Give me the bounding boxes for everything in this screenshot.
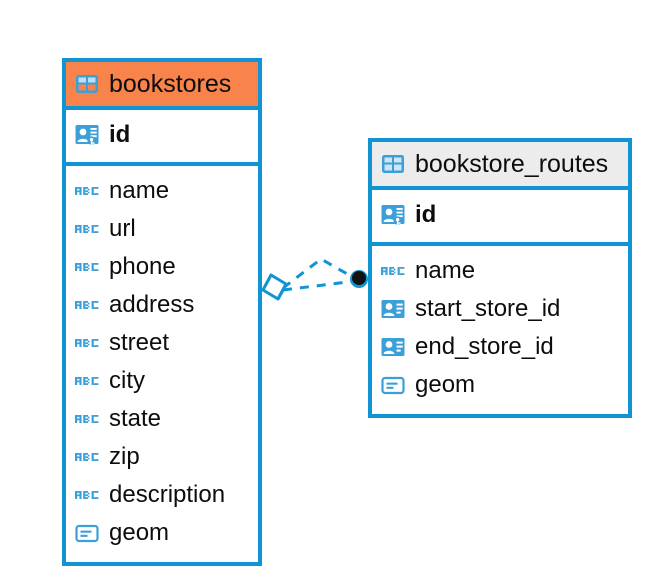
field-row-name[interactable]: name <box>74 172 250 210</box>
filled-circle-marker[interactable] <box>350 270 368 288</box>
relationship-line-bookstores-to-bookstore-routes[interactable] <box>282 257 357 292</box>
field-row-zip[interactable]: zip <box>74 438 250 476</box>
field-row-street[interactable]: street <box>74 324 250 362</box>
entity-bookstores[interactable]: bookstores <box>62 58 262 566</box>
field-row-phone[interactable]: phone <box>74 248 250 286</box>
entity-bookstore-routes[interactable]: bookstore_routes <box>368 138 632 418</box>
field-row-id[interactable]: id <box>74 116 250 154</box>
field-row-start-store-id[interactable]: start_store_id <box>380 290 620 328</box>
field-label: url <box>109 215 136 242</box>
primary-key-icon <box>380 202 406 228</box>
text-field-icon <box>74 178 100 204</box>
field-label: zip <box>109 443 140 470</box>
field-label: id <box>415 201 437 228</box>
field-label: name <box>109 177 170 204</box>
field-label: end_store_id <box>415 333 554 360</box>
diamond-marker[interactable] <box>261 273 288 301</box>
text-field-icon <box>74 254 100 280</box>
field-row-description[interactable]: description <box>74 476 250 514</box>
field-label: start_store_id <box>415 295 561 322</box>
field-row-end-store-id[interactable]: end_store_id <box>380 328 620 366</box>
primary-key-section: id <box>66 110 258 166</box>
field-row-address[interactable]: address <box>74 286 250 324</box>
text-field-icon <box>74 444 100 470</box>
foreign-key-icon <box>380 334 406 360</box>
field-section: name start_store_id <box>372 246 628 414</box>
field-label: description <box>109 481 226 508</box>
text-field-icon <box>74 406 100 432</box>
field-row-geom[interactable]: geom <box>74 514 250 552</box>
field-label: street <box>109 329 170 356</box>
text-field-icon <box>74 482 100 508</box>
field-label: address <box>109 291 195 318</box>
field-label: state <box>109 405 162 432</box>
entity-header-bookstore-routes[interactable]: bookstore_routes <box>372 142 628 190</box>
primary-key-section: id <box>372 190 628 246</box>
table-icon <box>380 151 406 177</box>
field-row-url[interactable]: url <box>74 210 250 248</box>
field-row-state[interactable]: state <box>74 400 250 438</box>
blob-field-icon <box>380 372 406 398</box>
field-row-name[interactable]: name <box>380 252 620 290</box>
field-label: name <box>415 257 476 284</box>
table-icon <box>74 71 100 97</box>
text-field-icon <box>74 368 100 394</box>
field-label: city <box>109 367 145 394</box>
field-label: geom <box>109 519 170 546</box>
foreign-key-icon <box>380 296 406 322</box>
text-field-icon <box>74 330 100 356</box>
entity-header-bookstores[interactable]: bookstores <box>66 62 258 110</box>
blob-field-icon <box>74 520 100 546</box>
text-field-icon <box>74 216 100 242</box>
field-label: phone <box>109 253 176 280</box>
primary-key-icon <box>74 122 100 148</box>
entity-title: bookstore_routes <box>415 149 609 178</box>
field-row-id[interactable]: id <box>380 196 620 234</box>
entity-title: bookstores <box>109 69 232 98</box>
field-label: geom <box>415 371 476 398</box>
text-field-icon <box>380 258 406 284</box>
field-row-geom[interactable]: geom <box>380 366 620 404</box>
field-label: id <box>109 121 131 148</box>
field-row-city[interactable]: city <box>74 362 250 400</box>
text-field-icon <box>74 292 100 318</box>
field-section: name u <box>66 166 258 562</box>
